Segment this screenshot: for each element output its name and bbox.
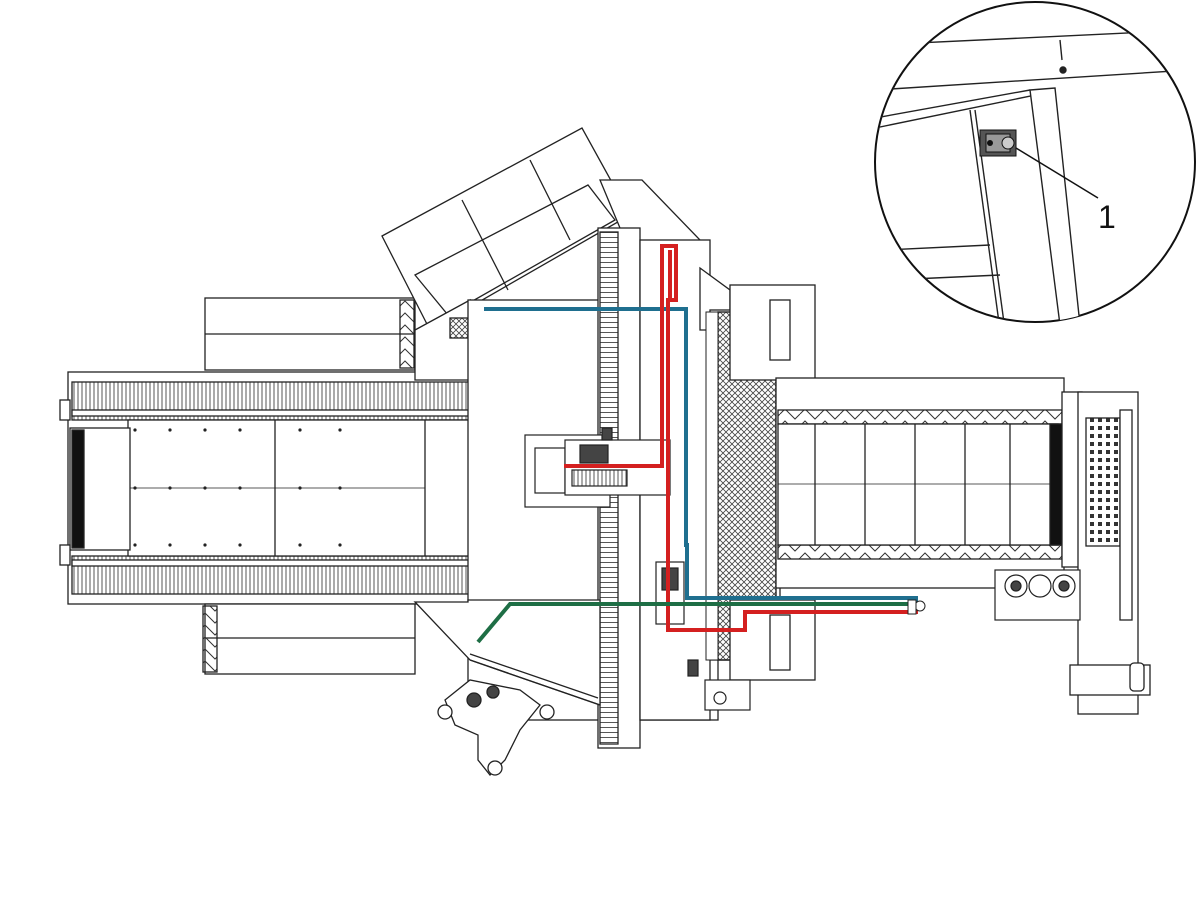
deck-rivets: [133, 428, 342, 547]
right-vertical-unit: [1069, 391, 1151, 715]
zoom-callout: 1: [874, 1, 1196, 323]
callout-bolt: [979, 129, 1017, 157]
lower-chute: [413, 599, 601, 706]
tripod-bracket: [437, 679, 555, 776]
callout-label: 1: [1098, 199, 1116, 235]
right-conveyor-section: [729, 284, 1083, 681]
upper-hopper: [381, 127, 701, 381]
motor-assembly: [994, 569, 1081, 621]
control-panel: [524, 427, 671, 508]
fluid-lines: [476, 244, 918, 644]
callout-leader-line: [1015, 147, 1099, 199]
blue-line: [484, 307, 918, 604]
green-line: [476, 602, 916, 644]
line-end-fittings: [907, 599, 926, 615]
